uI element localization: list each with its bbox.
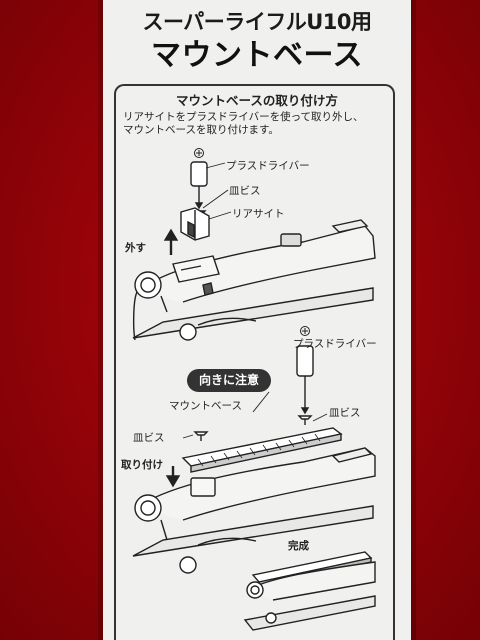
product-subtitle: マウントベース (151, 38, 363, 73)
remove-label: 外す (125, 242, 146, 254)
product-title: スーパーライフルU10用 (142, 10, 372, 34)
screwdriver-label: プラスドライバー (226, 160, 310, 172)
instruction-card: スーパーライフルU10用 マウントベース マウントベースの取り付け方 リアサイト… (103, 0, 411, 640)
screw-icon-right (297, 415, 313, 425)
screw-label: 皿ビス (229, 185, 261, 197)
down-arrow-icon (165, 466, 181, 488)
description-line-1: リアサイトをプラスドライバーを使って取り外し、 (123, 111, 364, 123)
instruction-frame (114, 84, 395, 640)
up-arrow-icon (163, 228, 179, 255)
screw-icon-left (193, 431, 209, 441)
section-description: リアサイトをプラスドライバーを使って取り外し、 マウントベースを取り付けます。 (123, 111, 393, 137)
screw-label-right: 皿ビス (329, 407, 361, 419)
screwdriver-label-2: プラスドライバー (293, 338, 377, 350)
mount-base-rail (181, 427, 343, 473)
attach-label: 取り付け (121, 459, 163, 471)
screwdriver-icon-2 (296, 326, 314, 415)
caution-callout: 向きに注意 (187, 369, 271, 392)
screw-label-left: 皿ビス (133, 432, 165, 444)
rifle-illustration (132, 148, 376, 631)
rifle-receiver-1 (132, 219, 376, 341)
complete-label: 完成 (288, 540, 309, 552)
description-line-2: マウントベースを取り付けます。 (123, 124, 279, 136)
rifle-completed (243, 551, 376, 631)
rear-sight-label: リアサイト (232, 208, 285, 220)
rear-sight-icon (180, 207, 210, 241)
screwdriver-icon (190, 148, 208, 210)
mount-base-label: マウントベース (169, 400, 242, 412)
section-title: マウントベースの取り付け方 (176, 93, 338, 108)
rifle-receiver-2 (132, 447, 376, 574)
